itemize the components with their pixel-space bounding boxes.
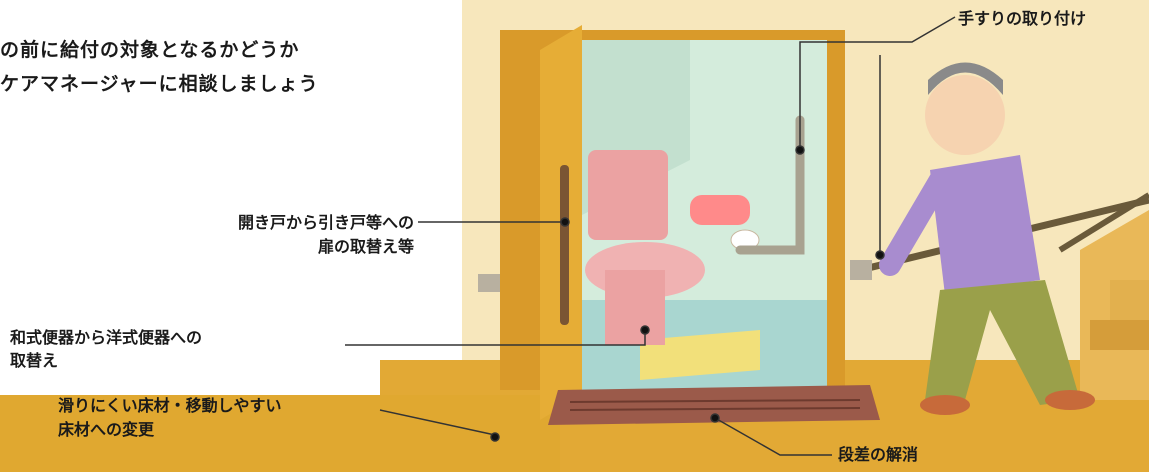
leader-lines xyxy=(345,16,956,456)
door-handle xyxy=(560,165,569,325)
label-door-1: 開き戸から引き戸等への xyxy=(237,213,414,232)
threshold-ramp xyxy=(548,385,880,425)
staircase xyxy=(1058,192,1149,400)
header-line-2: ケアマネージャーに相談しましょう xyxy=(0,73,319,95)
toilet xyxy=(585,150,705,345)
label-step: 段差の解消 xyxy=(838,445,919,464)
elderly-person xyxy=(879,62,1095,415)
label-floor-1: 滑りにくい床材・移動しやすい xyxy=(58,396,282,415)
header-line-1: の前に給付の対象となるかどうか xyxy=(0,39,300,61)
label-toilet-2: 取替え xyxy=(10,351,59,370)
floor-left xyxy=(0,395,560,472)
bathroom-handrail xyxy=(735,115,805,255)
label-handrail: 手すりの取り付け xyxy=(958,9,1087,28)
paper-holder xyxy=(690,195,760,251)
label-floor-2: 床材への変更 xyxy=(58,420,155,439)
label-toilet-1: 和式便器から洋式便器への xyxy=(10,328,203,347)
label-door-2: 扉の取替え等 xyxy=(317,237,414,256)
